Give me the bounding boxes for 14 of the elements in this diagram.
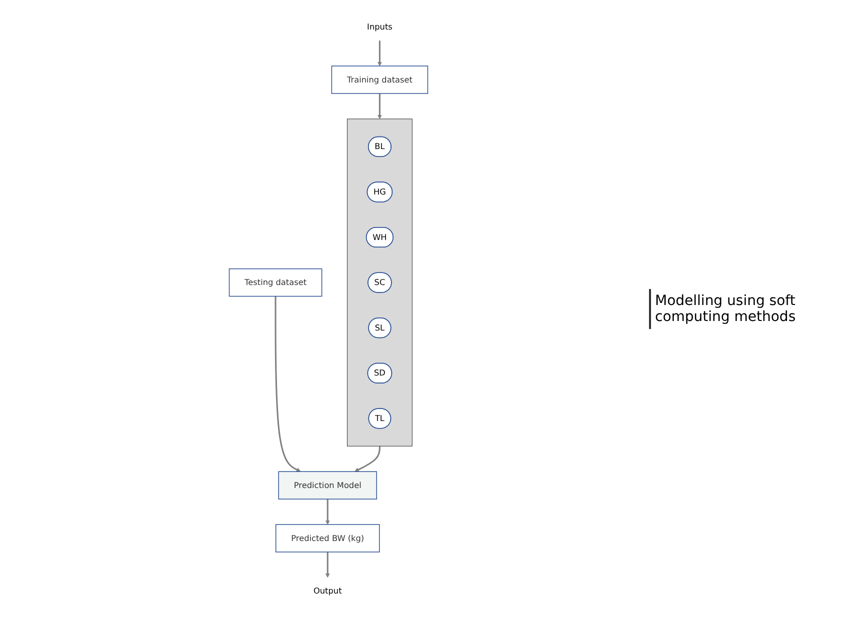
bracket-note: Modelling using soft computing methods	[649, 289, 849, 329]
node-box: Testing dataset	[228, 268, 322, 297]
node-text: Output	[313, 586, 342, 596]
arrow	[325, 552, 330, 578]
node-box: Predicted BW (kg)	[275, 524, 380, 552]
arrow	[354, 446, 380, 472]
arrow	[377, 93, 382, 120]
node-box: Prediction Model	[278, 471, 378, 500]
cluster	[347, 118, 412, 446]
arrow	[325, 499, 330, 525]
arrow	[377, 40, 382, 66]
node-box: Training dataset	[331, 66, 428, 94]
node-text: Inputs	[367, 22, 392, 32]
arrow	[274, 296, 301, 472]
